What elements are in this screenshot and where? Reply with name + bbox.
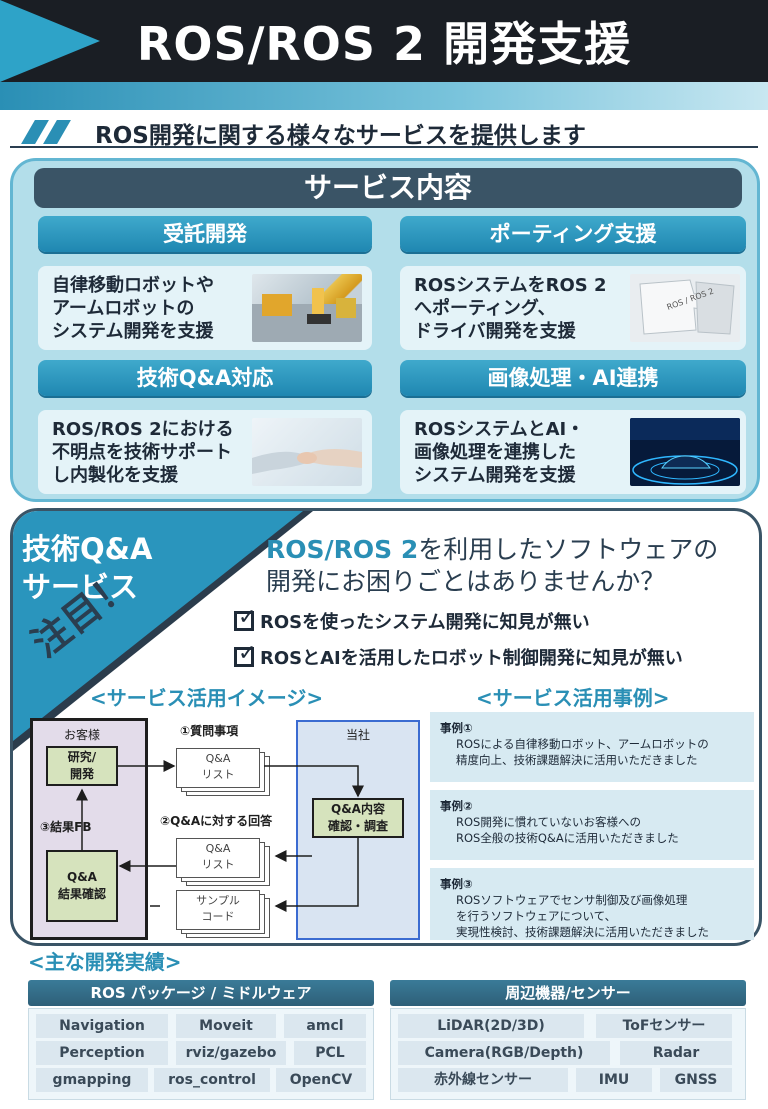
tag: Navigation (36, 1014, 168, 1038)
tag: LiDAR(2D/3D) (398, 1014, 584, 1038)
service-title-porting: ポーティング支援 (400, 216, 746, 252)
checkbox-icon (234, 641, 256, 667)
qa-list-doc: Q&A リスト (176, 748, 270, 796)
case-item: 事例② ROS開発に慣れていないお客様への ROS全般の技術Q&Aに活用いただき… (430, 790, 754, 860)
service-card-porting: ROSシステムをROS 2 へポーティング、 ドライバ開発を支援 ROS / R… (400, 266, 746, 350)
tag: Moveit (176, 1014, 276, 1038)
handshake-image (252, 418, 362, 486)
checkbox-icon (234, 605, 256, 631)
step1-label: ①質問事項 (180, 724, 239, 738)
services-heading: サービス内容 (34, 168, 742, 208)
header-triangle-decoration (0, 0, 100, 82)
subtitle-row: ROS開発に関する様々なサービスを提供します (10, 116, 758, 149)
case-item: 事例① ROSによる自律移動ロボット、アームロボットの 精度向上、技術課題解決に… (430, 712, 754, 782)
lead-highlight: ROS/ROS 2 (266, 535, 419, 564)
tag: ros_control (154, 1068, 270, 1092)
case-body: ROS開発に慣れていないお客様への ROS全般の技術Q&Aに活用いただきました (456, 815, 679, 845)
research-box: 研究/ 開発 (46, 746, 118, 786)
slash-decoration (43, 120, 71, 144)
step2-label: ②Q&Aに対する回答 (160, 814, 273, 828)
lead-text: を利用したソフトウェアの (418, 535, 719, 564)
result-check-box: Q&A 結果確認 (46, 850, 118, 922)
case-item: 事例③ ROSソフトウェアでセンサ制御及び画像処理 を行うソフトウェアについて、… (430, 868, 754, 940)
tag: GNSS (660, 1068, 732, 1092)
service-title-contract: 受託開発 (38, 216, 372, 252)
achievements-heading: <主な開発実績> (28, 950, 182, 974)
service-text: ROSシステムをROS 2 へポーティング、 ドライバ開発を支援 (414, 275, 607, 342)
puzzle-image: ROS / ROS 2 (630, 274, 740, 342)
header-bar (0, 0, 768, 82)
qa-lead: ROS/ROS 2を利用したソフトウェアの 開発にお困りごとはありませんか？ (266, 534, 718, 598)
service-text: ROSシステムとAI・ 画像処理を連携した システム開発を支援 (414, 419, 585, 486)
company-label: 当社 (346, 728, 371, 742)
case-body: ROSによる自律移動ロボット、アームロボットの 精度向上、技術課題解決に活用いた… (456, 737, 709, 767)
review-box: Q&A内容 確認・調査 (312, 798, 404, 838)
doc-label: Q&A リスト (201, 752, 235, 781)
doc-label: Q&A リスト (201, 842, 235, 871)
case-title: 事例③ (440, 877, 473, 891)
service-title-ai: 画像処理・AI連携 (400, 360, 746, 396)
usage-image-heading: <サービス活用イメージ> (90, 686, 324, 710)
check-item: ROSを使ったシステム開発に知見が無い (234, 605, 590, 634)
tag: 赤外線センサー (398, 1068, 568, 1092)
case-title: 事例① (440, 721, 473, 735)
tag: gmapping (36, 1068, 148, 1092)
check-item: ROSとAIを活用したロボット制御開発に知見が無い (234, 641, 683, 670)
ai-car-image (630, 418, 740, 486)
client-label: お客様 (64, 728, 101, 742)
step3-label: ③結果FB (40, 818, 92, 835)
tag: Perception (36, 1041, 168, 1065)
case-body: ROSソフトウェアでセンサ制御及び画像処理 を行うソフトウェアについて、 実現性… (456, 893, 709, 939)
service-card-qa: ROS/ROS 2における 不明点を技術サポート し内製化を支援 (38, 410, 372, 494)
usage-cases-heading: <サービス活用事例> (476, 686, 670, 710)
tag: OpenCV (276, 1068, 366, 1092)
tag: PCL (294, 1041, 366, 1065)
tag: amcl (284, 1014, 366, 1038)
service-card-ai: ROSシステムとAI・ 画像処理を連携した システム開発を支援 (400, 410, 746, 494)
tag: Radar (620, 1041, 732, 1065)
check-text: ROSとAIを活用したロボット制御開発に知見が無い (260, 648, 683, 669)
lead-text-line2: 開発にお困りごとはありませんか？ (266, 567, 666, 596)
service-text: 自律移動ロボットや アームロボットの システム開発を支援 (52, 275, 214, 342)
check-text: ROSを使ったシステム開発に知見が無い (260, 612, 590, 633)
service-title-qa: 技術Q&A対応 (38, 360, 372, 396)
tag: Camera(RGB/Depth) (398, 1041, 610, 1065)
tag: IMU (576, 1068, 652, 1092)
tag: ToFセンサー (596, 1014, 732, 1038)
doc-label: サンプル コード (196, 894, 240, 923)
qa-answer-doc: Q&A リスト (176, 838, 270, 886)
page-title: ROS/ROS 2 開発支援 (136, 17, 632, 71)
subtitle: ROS開発に関する様々なサービスを提供します (95, 123, 586, 149)
tag: rviz/gazebo (176, 1041, 286, 1065)
service-card-contract: 自律移動ロボットや アームロボットの システム開発を支援 (38, 266, 372, 350)
sample-code-doc: サンプル コード (176, 890, 270, 938)
service-text: ROS/ROS 2における 不明点を技術サポート し内製化を支援 (52, 419, 234, 486)
qa-service-title: 技術Q&A サービス (22, 532, 153, 604)
devices-header: 周辺機器/センサー (390, 980, 746, 1006)
ros-packages-header: ROS パッケージ / ミドルウェア (28, 980, 374, 1006)
header-accent-band (0, 82, 768, 110)
case-title: 事例② (440, 799, 473, 813)
robot-factory-image (252, 274, 362, 342)
